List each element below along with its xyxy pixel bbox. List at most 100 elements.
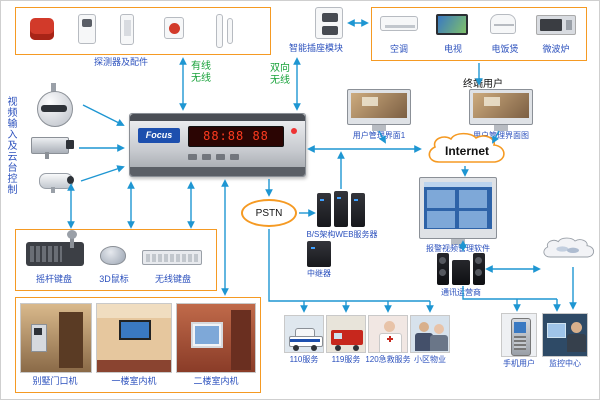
user-ui-monitor-2 — [469, 89, 533, 125]
microwave-controls — [566, 20, 572, 30]
floor2-indoor-photo — [176, 303, 256, 373]
fire-truck-window — [334, 333, 342, 339]
mobile-keypad — [514, 336, 526, 350]
door-intercom-camera — [34, 328, 42, 335]
wireless-keyboard-label: 无线键盘 — [154, 274, 191, 284]
web-server-icon — [317, 191, 367, 227]
ptz-lens-band — [41, 105, 67, 112]
service-property-photo — [410, 315, 450, 353]
person2-head — [434, 324, 444, 334]
panel-button-1 — [188, 154, 197, 160]
service-120-label: 120急救服务 — [365, 355, 411, 364]
panel-led-display: 88:88 88 — [188, 126, 284, 147]
alarm-screen-toolbar — [424, 182, 492, 187]
speaker-left — [437, 253, 449, 285]
panel-button-3 — [216, 154, 225, 160]
door-station-photo — [20, 303, 92, 373]
repeater-label: 中继器 — [307, 269, 331, 278]
joystick-stem — [70, 236, 74, 248]
panel-base-strip — [130, 167, 305, 176]
police-stripe — [290, 339, 320, 342]
wireless-keys — [146, 254, 198, 262]
user-ui-label-1: 用户管理界面1 — [352, 131, 406, 140]
pir-window — [82, 19, 92, 27]
floor1-wall — [97, 304, 171, 318]
box-camera-stand — [45, 152, 49, 159]
screen1-window — [362, 96, 378, 106]
door — [59, 312, 83, 368]
service-119-photo — [326, 315, 366, 353]
floor2-door — [231, 310, 251, 370]
user-ui-screen-1 — [351, 93, 407, 118]
gray-cloud-shape — [543, 237, 595, 258]
alarm-cell-1 — [427, 190, 455, 208]
floor2-screen-content — [195, 326, 219, 344]
mobile-user-photo — [501, 313, 537, 357]
panel-button-4 — [230, 154, 239, 160]
panic-button-red — [169, 23, 180, 34]
panel-button-2 — [202, 154, 211, 160]
telecom-devices-icon — [437, 251, 485, 285]
mobile-screen — [514, 322, 526, 333]
wireless-keyboard-icon — [142, 250, 202, 265]
ac-vent — [385, 25, 415, 28]
intercom-box: 别墅门口机 一楼室内机 二楼室内机 — [15, 297, 261, 393]
socket-outlet-1 — [322, 13, 338, 22]
tv-screen — [438, 16, 466, 33]
tv-label: 电视 — [443, 44, 462, 54]
box-camera-body — [31, 137, 69, 154]
repeater-icon — [307, 241, 331, 267]
microwave-label: 微波炉 — [542, 44, 570, 54]
microwave-door — [540, 19, 562, 31]
cooker-lid-line — [494, 24, 514, 26]
server-light-2 — [337, 197, 341, 199]
service-119-label: 119服务 — [331, 355, 361, 364]
panel-top-strip — [130, 114, 305, 121]
curtain-sensor-icon — [120, 14, 134, 45]
smart-socket-icon — [315, 7, 343, 39]
alarm-cell-2 — [459, 190, 487, 208]
floor1-wall-screen — [119, 320, 151, 340]
monitoring-center-label: 监控中心 — [549, 359, 581, 368]
medic-cross-v — [389, 336, 391, 342]
ptz-dome-camera-icon — [31, 83, 77, 127]
server-light-3 — [354, 199, 358, 201]
panel-status-led — [291, 128, 297, 134]
socket-outlet-2 — [322, 26, 338, 35]
door-contact-bar2 — [227, 18, 233, 44]
alarm-monitor-stand — [451, 239, 465, 245]
speaker-right-dot2 — [475, 269, 482, 276]
monitor2-stand — [494, 125, 508, 131]
alarm-cell-3 — [427, 211, 455, 228]
ptz-mount — [51, 83, 56, 92]
coin-2 — [567, 247, 579, 253]
floor1-screen-content — [121, 322, 149, 338]
floor1-label: 一楼室内机 — [111, 376, 157, 386]
speaker-right-dot1 — [475, 257, 482, 264]
telecom-network-cloud — [541, 229, 597, 269]
server-tower-1 — [317, 193, 331, 227]
alarm-cell-4 — [459, 211, 487, 228]
alarm-control-panel: Focus 88:88 88 — [129, 113, 306, 177]
joystick-keyboard-label: 摇杆键盘 — [35, 274, 72, 284]
joystick-keyboard-icon — [26, 230, 84, 266]
mobile-user-label: 手机用户 — [503, 359, 535, 368]
3d-mouse-label: 3D鼠标 — [99, 274, 129, 284]
rice-cooker-icon — [490, 14, 516, 34]
input-devices-box: 摇杆键盘 3D鼠标 无线键盘 — [15, 229, 217, 291]
fire-wheel-1 — [335, 345, 341, 351]
appliances-box: 空调 电视 电饭煲 微波炉 — [371, 7, 587, 61]
operator-screen — [547, 323, 566, 338]
service-110-photo — [284, 315, 324, 353]
detectors-box-label: 探测器及配件 — [93, 57, 148, 67]
monitor1-stand — [372, 125, 386, 131]
server-light-1 — [320, 199, 324, 201]
cooker-label: 电饭煲 — [491, 44, 519, 54]
wired-wireless-label: 有线无线 — [191, 61, 211, 84]
3d-mouse-icon — [100, 246, 126, 265]
floor1-indoor-photo — [96, 303, 172, 373]
pir-sensor-icon — [78, 14, 96, 44]
bullet-camera-icon — [37, 169, 77, 195]
video-input-label: 视频输入及云台控制 — [5, 95, 16, 195]
